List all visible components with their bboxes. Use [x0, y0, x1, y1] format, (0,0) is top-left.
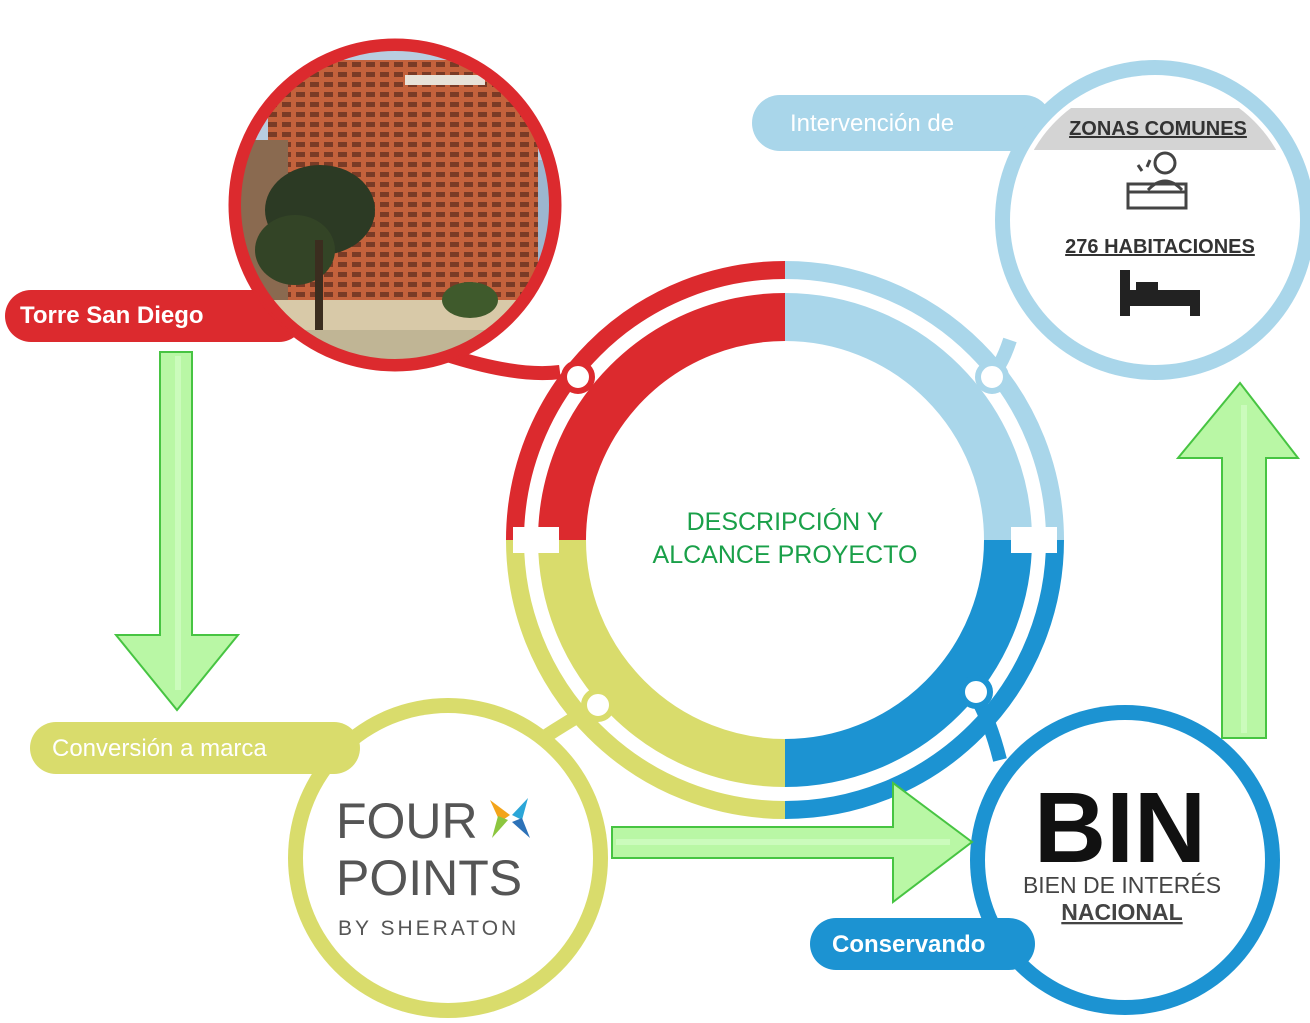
torre-label: Torre San Diego	[20, 302, 204, 329]
torre-label-pill	[5, 290, 305, 342]
intervencion-connector-dot	[975, 360, 1009, 394]
intervencion-label: Intervención de	[790, 110, 954, 137]
center-title-line1: DESCRIPCIÓN Y	[687, 507, 884, 536]
ring-outer-blue	[784, 539, 1064, 819]
conservando-label: Conservando	[832, 931, 985, 958]
four-points-connector-dot	[581, 688, 615, 722]
node-torre-san-diego: Torre San Diego	[5, 38, 595, 394]
arrow-up	[1175, 381, 1301, 739]
arrow-down	[113, 351, 241, 712]
ring-outer-red	[506, 261, 786, 541]
bin-connector-dot	[959, 675, 993, 709]
intervencion-label-pill	[752, 95, 1052, 151]
reception-desk-icon	[1126, 151, 1188, 210]
node-bin: Conservando BIN BIEN DE INTERÉS NACIONAL	[810, 675, 1280, 1015]
four-points-star-icon	[490, 798, 530, 838]
conversion-label-pill	[30, 722, 360, 774]
ring-inner-red	[538, 293, 786, 541]
conversion-label: Conversión a marca	[52, 735, 267, 762]
node-four-points: Conversión a marca FOUR POINTS BY SHERAT…	[30, 688, 615, 1018]
ring-inner-yellow	[538, 539, 786, 787]
center-title-line2: ALCANCE PROYECTO	[653, 541, 918, 569]
zonas-comunes-text: ZONAS COMUNES	[1069, 118, 1247, 140]
four-points-logo: FOUR POINTS BY SHERATON	[336, 793, 530, 940]
habitaciones-text: 276 HABITACIONES	[1065, 236, 1255, 258]
bin-logo: BIN	[1034, 772, 1206, 884]
bed-icon	[1120, 270, 1200, 316]
conservando-label-pill	[810, 918, 1035, 970]
svg-text:POINTS: POINTS	[336, 850, 522, 906]
ring-outer-yellow	[506, 539, 786, 819]
svg-text:BY SHERATON: BY SHERATON	[338, 917, 519, 940]
node-intervencion: Intervención de ZONAS COMUNES 276 HABITA…	[752, 60, 1310, 394]
hotel-photo	[239, 49, 551, 361]
center-disc	[589, 344, 981, 736]
ring-inner-blue	[784, 539, 1032, 787]
central-ring	[506, 261, 1064, 819]
bin-subtitle-2: NACIONAL	[1061, 899, 1182, 925]
arrow-right	[611, 781, 974, 905]
ring-inner-lightblue	[784, 293, 1032, 541]
bin-subtitle-1: BIEN DE INTERÉS	[1023, 872, 1221, 898]
svg-text:FOUR: FOUR	[336, 793, 478, 849]
ring-outer-lightblue	[784, 261, 1064, 541]
torre-connector-dot	[561, 360, 595, 394]
